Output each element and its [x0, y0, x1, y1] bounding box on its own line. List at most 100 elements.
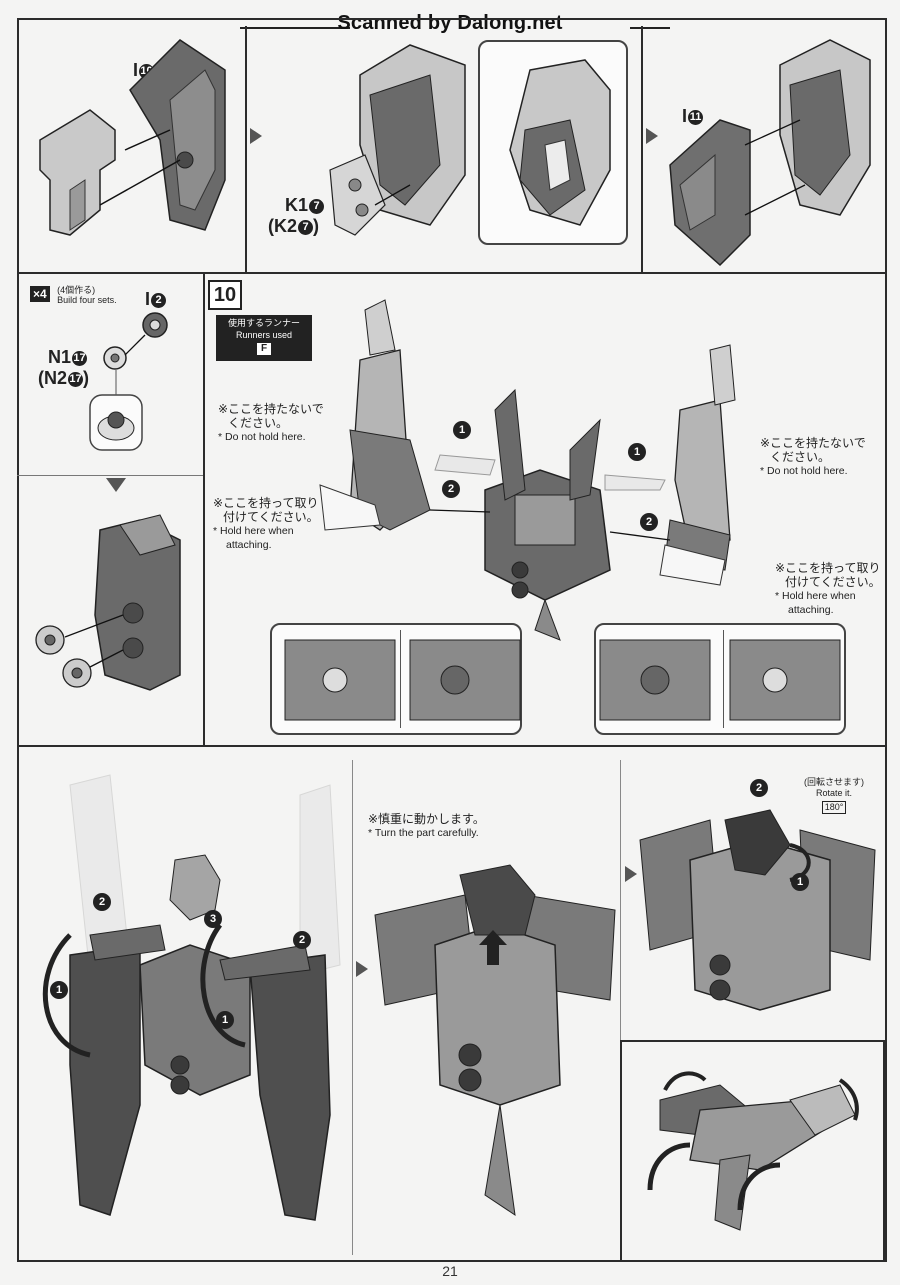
arrow-down-icon: [106, 478, 126, 492]
front-armor-plate: [669, 119, 751, 267]
assembled-shell-part: [359, 44, 466, 226]
multiplier-jp: (4個作る): [57, 285, 96, 295]
top-divider-1: [245, 26, 247, 272]
hand-icon-right: [659, 544, 726, 586]
bottom-panel-3-illustration: [639, 809, 876, 1011]
step10-detail-inset-right-divider: [723, 630, 724, 728]
note-left-do-not-hold: ※ここを持たないで ください。 * Do not hold here.: [218, 402, 324, 443]
left-leg-part: [69, 924, 166, 1216]
small-plate-part: [329, 154, 386, 236]
runners-used-box: 使用するランナー Runners used F: [216, 315, 312, 361]
washer-left-2: [62, 658, 92, 688]
right-arm-part: [664, 344, 736, 571]
folded-part: [659, 1084, 856, 1231]
torso-part: [139, 944, 251, 1096]
armor-shell-part: [129, 39, 226, 231]
detail-1: [284, 639, 396, 721]
bottom-badge-2-left: 2: [93, 893, 111, 911]
top-detail-inset-illustration: [509, 59, 611, 226]
bottom-badge-1-right: 1: [216, 1011, 234, 1029]
hand-icon-left: [319, 484, 381, 531]
rotate-icon: [200, 923, 246, 1048]
ghost-arms: [69, 774, 341, 976]
note-right-hold-here: ※ここを持って取り 付けてください。 * Hold here when atta…: [775, 561, 881, 616]
upper-body-part: [639, 809, 876, 1011]
left-panel-sub-divider: [17, 475, 203, 476]
top-panel-1-illustration: [39, 39, 226, 236]
detail-callout: [89, 394, 143, 451]
step10-main-illustration: [319, 299, 736, 641]
rotate-icon: [647, 1142, 691, 1191]
note-right-do-not-hold: ※ここを持たないで ください。 * Do not hold here.: [760, 436, 866, 477]
bottom-badge-2-rotate: 2: [750, 779, 768, 797]
leg-block-part: [94, 514, 181, 691]
build-count-indicator: ×4 (4個作る) Build four sets.: [30, 285, 117, 305]
washer-part: [103, 346, 127, 370]
wing-right-part: [569, 418, 666, 501]
bottom-panel-2-illustration: [374, 864, 616, 1217]
step10-badge-1-left: 1: [453, 421, 471, 439]
polycap-part: [142, 312, 168, 338]
note-left-hold-here: ※ここを持って取り 付けてください。 * Hold here when atta…: [213, 496, 319, 551]
rotate-icon: [42, 933, 91, 1058]
page-frame: [17, 18, 887, 1262]
multiplier-badge: ×4: [30, 286, 50, 302]
detail-2: [409, 639, 521, 721]
watermark: Scanned by Dalong.net: [337, 12, 563, 34]
step10-badge-2-left: 2: [442, 480, 460, 498]
rotate-degree-icon: 180°: [821, 801, 847, 814]
rotate-icon: [663, 1071, 707, 1092]
frame-bracket-part: [39, 109, 116, 236]
rotate-icon: [737, 1162, 781, 1211]
right-leg-part: [219, 944, 331, 1221]
torso-part: [484, 469, 611, 641]
bottom-right-inset-frame: [620, 1040, 885, 1262]
torso-part: [434, 864, 561, 1106]
arrow-right-icon: [625, 866, 637, 882]
bottom-badge-2-right: 2: [293, 931, 311, 949]
bottom-badge-1-left: 1: [50, 981, 68, 999]
washer-left-1: [35, 625, 65, 655]
left-panel-assembly-illustration: [35, 514, 181, 691]
top-divider-2: [641, 26, 643, 272]
runner-letter: F: [257, 343, 271, 355]
runners-jp: 使用するランナー: [227, 318, 300, 328]
arrow-right-icon: [646, 128, 658, 144]
page-number: 21: [442, 1263, 458, 1279]
bottom-panel-4-illustration: [647, 1071, 859, 1231]
arrow-right-icon: [250, 128, 262, 144]
section-divider-bottom: [17, 745, 887, 747]
bottom-badge-3: 3: [204, 910, 222, 928]
left-arm-part: [349, 299, 431, 531]
bottom-divider-2: [620, 760, 621, 1040]
left-panel-divider: [203, 272, 205, 745]
detail-3: [599, 639, 711, 721]
top-panel-4-illustration: [669, 39, 871, 267]
bottom-badge-1-rotate: 1: [791, 873, 809, 891]
step10-detail-inset-left-divider: [400, 630, 401, 728]
rotate-icon: [838, 1078, 859, 1121]
step-number: 10: [208, 280, 242, 310]
section-divider-top: [17, 272, 887, 274]
rotate-instruction: (回転させます) Rotate it. 180°: [804, 777, 864, 814]
multiplier-en: Build four sets.: [57, 295, 117, 305]
wing-left-part: [434, 388, 526, 501]
bottom-panel-1-illustration: [42, 774, 341, 1221]
bottom-divider-1: [352, 760, 353, 1255]
note-turn-carefully: ※慎重に動かします。 * Turn the part carefully.: [368, 812, 485, 839]
watermark-rule-left: [240, 27, 350, 29]
arrow-up-icon: [479, 930, 507, 965]
step10-detail-inset-illustrations: [284, 639, 841, 721]
step10-badge-1-right: 1: [628, 443, 646, 461]
assembled-leg-part: [779, 39, 871, 216]
left-panel-parts-illustration: [89, 312, 168, 451]
runners-en: Runners used: [235, 330, 293, 340]
arrow-right-icon: [356, 961, 368, 977]
step10-badge-2-right: 2: [640, 513, 658, 531]
